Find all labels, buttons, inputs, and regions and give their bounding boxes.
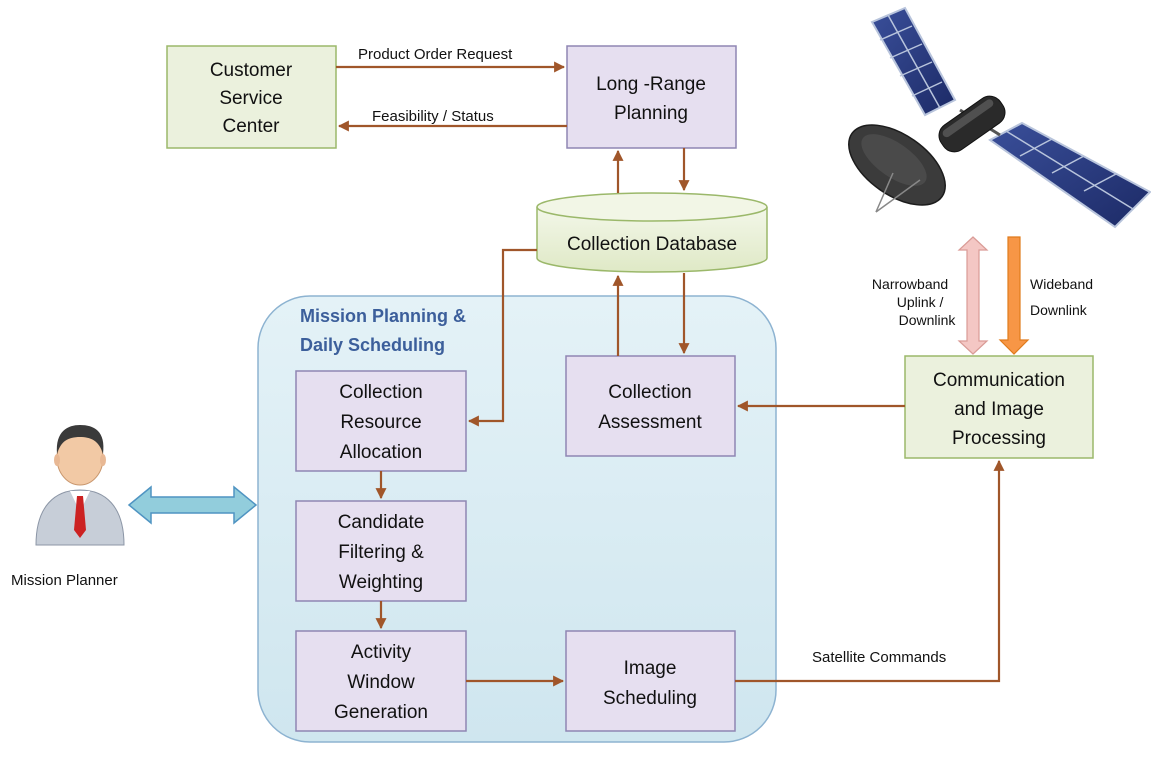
arrow-satellite-commands: [735, 459, 1005, 683]
mission-planner-label: Mission Planner: [11, 572, 118, 589]
region-title: Mission Planning & Daily Scheduling: [300, 306, 471, 355]
label-feasibility: Feasibility / Status: [372, 108, 494, 125]
label-satellite-commands: Satellite Commands: [812, 649, 946, 666]
svg-text:Collection Database: Collection Database: [567, 234, 737, 255]
label-wideband: Wideband Downlink: [1030, 276, 1097, 318]
mission-planner-person-icon: [35, 425, 125, 546]
label-narrowband: Narrowband Uplink / Downlink: [872, 276, 956, 328]
label-product-order: Product Order Request: [358, 46, 513, 63]
narrowband-uplink-downlink-arrow: [957, 236, 989, 355]
arrow-db-to-allocation: [467, 248, 537, 427]
planner-interaction-arrow: [127, 485, 258, 525]
wideband-downlink-arrow: [998, 236, 1030, 355]
satellite-icon: [848, 6, 1151, 229]
collection-database-cylinder: Collection Database: [536, 192, 768, 273]
